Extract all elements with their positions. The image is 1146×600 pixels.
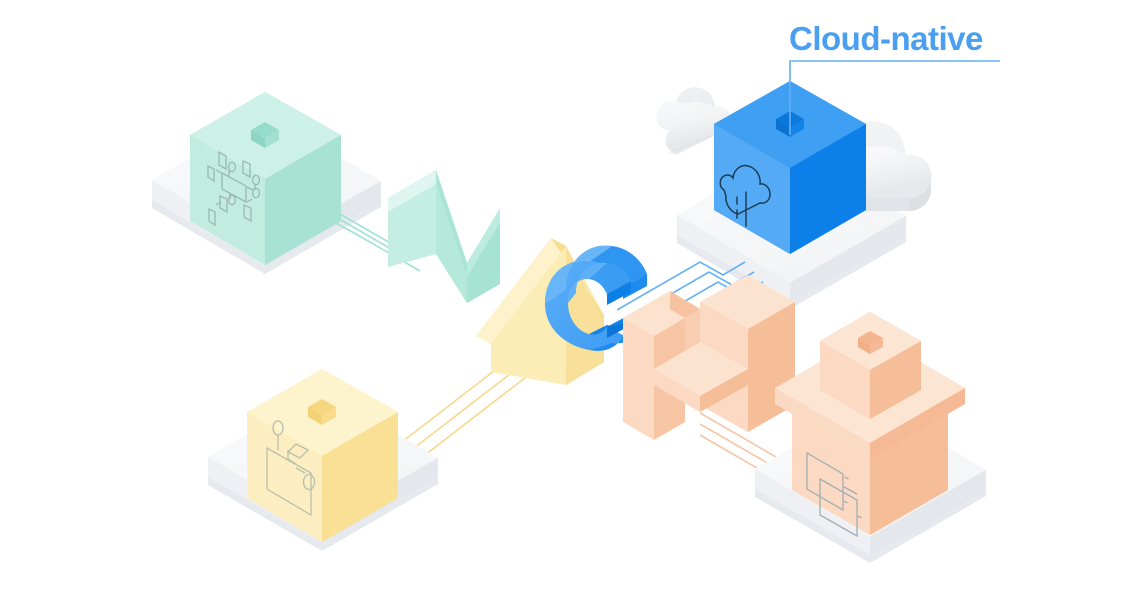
cloud-download-icon bbox=[719, 164, 771, 227]
letter-v-shape bbox=[388, 170, 500, 303]
layered-containers-icon bbox=[806, 451, 865, 538]
node-pipeline-cube[interactable] bbox=[247, 369, 398, 542]
cloud-left bbox=[656, 87, 732, 155]
workflow-diagram-icon bbox=[266, 420, 316, 517]
node-container-stack[interactable] bbox=[775, 312, 965, 538]
letter-h-shape bbox=[623, 275, 795, 440]
callout-line bbox=[789, 60, 1000, 135]
node-network-cube[interactable] bbox=[190, 92, 341, 265]
distributed-network-icon bbox=[207, 150, 261, 227]
callout-title: Cloud-native bbox=[789, 20, 983, 57]
